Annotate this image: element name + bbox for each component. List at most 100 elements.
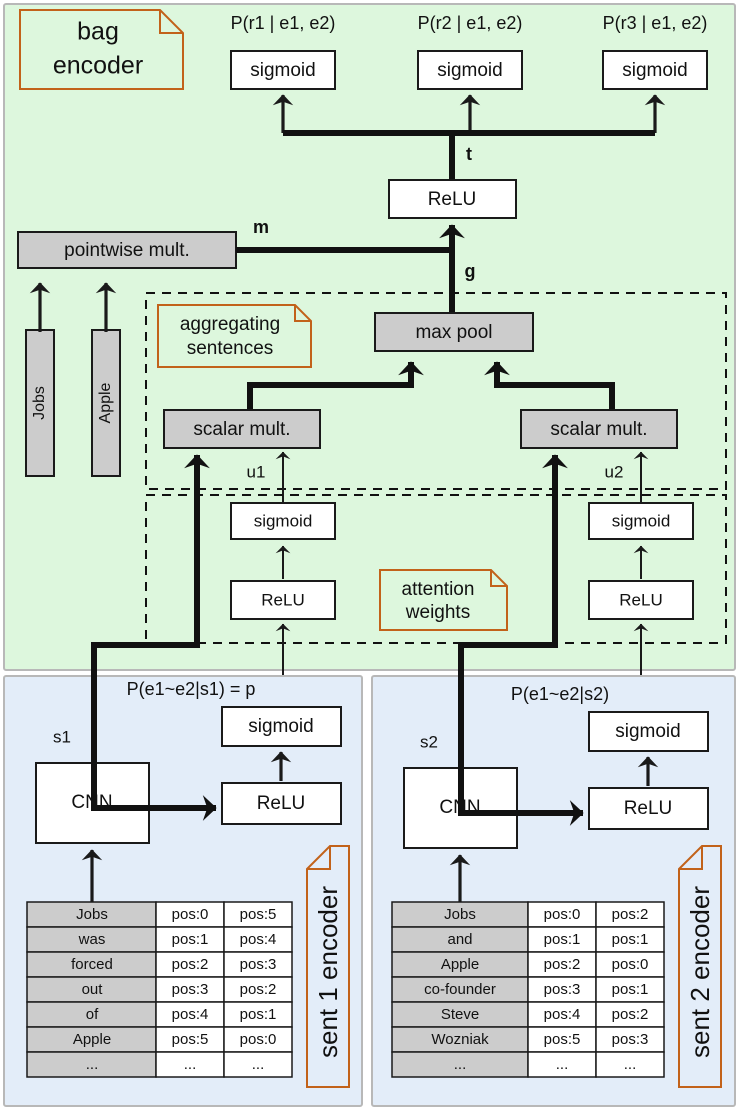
- u1-label: u1: [247, 462, 266, 481]
- cell-pos1: pos:2: [172, 956, 209, 973]
- note-bag-encoder-line2: encoder: [53, 52, 143, 80]
- attention-left-sigmoid-box[interactable]: [230, 502, 336, 540]
- attention-right: sigmoid ReLU: [588, 502, 694, 675]
- cell-pos1: pos:5: [544, 1031, 581, 1048]
- scalar-mult-left-box[interactable]: [163, 409, 321, 449]
- table-row: Apple pos:5 pos:0: [26, 1026, 293, 1053]
- cell-pos1: pos:2: [544, 956, 581, 973]
- attention-left-relu-label: ReLU: [261, 590, 304, 609]
- scalar-mult-right: scalar mult.: [520, 409, 678, 449]
- cell-pos2: pos:5: [240, 906, 277, 923]
- table-row: out pos:3 pos:2: [26, 976, 293, 1003]
- cell-pos2: pos:3: [612, 1031, 649, 1048]
- cell-pos2: ...: [624, 1056, 637, 1073]
- pointwise-mult: pointwise mult.: [17, 231, 237, 269]
- cell-pos2: ...: [252, 1056, 265, 1073]
- sent2-relu-box[interactable]: [588, 787, 709, 830]
- cell-word: was: [78, 931, 106, 948]
- pointwise-mult-box[interactable]: [17, 231, 237, 269]
- sent2-token-table: Jobs pos:0 pos:2 and pos:1 pos:1 Apple p…: [391, 901, 665, 1078]
- output-sigmoid-label-2: sigmoid: [437, 60, 502, 81]
- cell-pos1: pos:1: [544, 931, 581, 948]
- scalar-mult-left-label: scalar mult.: [193, 419, 290, 440]
- entity-bar-apple: Apple: [91, 282, 121, 477]
- table-row: was pos:1 pos:4: [26, 926, 293, 953]
- scalar-mult-right-box[interactable]: [520, 409, 678, 449]
- output-sigmoid-box-2[interactable]: [417, 50, 523, 90]
- table-row: Wozniak pos:5 pos:3: [391, 1026, 665, 1053]
- cell-word: and: [447, 931, 472, 948]
- cell-pos1: pos:5: [172, 1031, 209, 1048]
- output-sigmoid-box-1[interactable]: [230, 50, 336, 90]
- cell-word: Apple: [73, 1031, 111, 1048]
- cell-pos1: pos:0: [172, 906, 209, 923]
- note-aggregating-sentences: aggregating sentences: [157, 304, 312, 368]
- cell-pos2: pos:0: [612, 956, 649, 973]
- bag-relu-label: ReLU: [428, 189, 477, 210]
- note-sent1-encoder: sent 1 encoder: [306, 845, 350, 1088]
- scalar-mult-left: scalar mult.: [163, 409, 321, 449]
- sent1-token-table: Jobs pos:0 pos:5 was pos:1 pos:4 forced …: [26, 901, 293, 1078]
- attention-right-relu-box[interactable]: [588, 580, 694, 620]
- cell-pos1: pos:0: [544, 906, 581, 923]
- cell-pos2: pos:1: [612, 931, 649, 948]
- sent1-sigmoid: sigmoid: [221, 706, 342, 747]
- entity-bar-jobs: Jobs: [25, 282, 55, 477]
- sent2-cnn-to-relu-route: [458, 720, 584, 826]
- output-sigmoid-label-3: sigmoid: [622, 60, 687, 81]
- table-row: Apple pos:2 pos:0: [391, 951, 665, 978]
- aggregating-sentences-dashed-box: [145, 292, 727, 490]
- sent2-sigmoid-label: sigmoid: [615, 721, 680, 742]
- output-sigmoid-label-1: sigmoid: [250, 60, 315, 81]
- cell-word: of: [86, 1006, 99, 1023]
- table-row: and pos:1 pos:1: [391, 926, 665, 953]
- s2-to-scalar-mult-route: [458, 454, 568, 765]
- note-aggregating-line1: aggregating: [180, 314, 280, 335]
- output-sigmoid-box-3[interactable]: [602, 50, 708, 90]
- cell-word: Jobs: [444, 906, 476, 923]
- attention-weights-dashed-box: [145, 494, 727, 644]
- cell-pos2: pos:2: [240, 981, 277, 998]
- sent2-sigmoid-box[interactable]: [588, 711, 709, 752]
- note-attention-line2: weights: [405, 602, 470, 623]
- note-sent1-encoder-label: sent 1 encoder: [313, 886, 343, 1058]
- entity-bar-jobs-label: Jobs: [31, 386, 48, 420]
- sent2-relu-label: ReLU: [624, 798, 673, 819]
- output-label-r2: P(r2 | e1, e2): [418, 13, 523, 33]
- entity-bar-apple-label: Apple: [97, 382, 114, 423]
- output-group-2: P(r2 | e1, e2) sigmoid: [417, 13, 523, 133]
- bag-relu: ReLU: [388, 179, 517, 219]
- note-sent2-encoder-label: sent 2 encoder: [685, 886, 715, 1058]
- cell-word: ...: [454, 1056, 467, 1073]
- attention-left-relu-box[interactable]: [230, 580, 336, 620]
- cell-pos2: pos:3: [240, 956, 277, 973]
- sent2-relu: ReLU: [588, 787, 709, 830]
- cell-word: Apple: [441, 956, 479, 973]
- attention-right-sigmoid-box[interactable]: [588, 502, 694, 540]
- max-pool-box[interactable]: [374, 312, 534, 352]
- scalar-mult-right-label: scalar mult.: [550, 419, 647, 440]
- cell-pos1: pos:3: [172, 981, 209, 998]
- cell-pos2: pos:0: [240, 1031, 277, 1048]
- table-row: Steve pos:4 pos:2: [391, 1001, 665, 1028]
- table-row: Jobs pos:0 pos:5: [26, 901, 293, 928]
- cell-pos2: pos:4: [240, 931, 277, 948]
- output-group-1: P(r1 | e1, e2) sigmoid: [230, 13, 336, 133]
- sent1-prob-label: P(e1~e2|s1) = p: [127, 679, 256, 699]
- cell-word: forced: [71, 956, 113, 973]
- sent1-cnn-to-relu-route: [91, 715, 217, 821]
- bag-relu-box[interactable]: [388, 179, 517, 219]
- sent2-prob-label: P(e1~e2|s2): [511, 684, 609, 704]
- attention-right-relu-label: ReLU: [619, 590, 662, 609]
- cell-word: ...: [86, 1056, 99, 1073]
- table-row: co-founder pos:3 pos:1: [391, 976, 665, 1003]
- cell-word: Steve: [441, 1006, 479, 1023]
- sent1-relu: ReLU: [221, 782, 342, 825]
- cell-pos2: pos:2: [612, 906, 649, 923]
- sent1-sigmoid-box[interactable]: [221, 706, 342, 747]
- sent1-relu-box[interactable]: [221, 782, 342, 825]
- cell-pos1: ...: [556, 1056, 569, 1073]
- cell-pos1: pos:4: [544, 1006, 581, 1023]
- output-label-r1: P(r1 | e1, e2): [231, 13, 336, 33]
- cell-word: Wozniak: [431, 1031, 489, 1048]
